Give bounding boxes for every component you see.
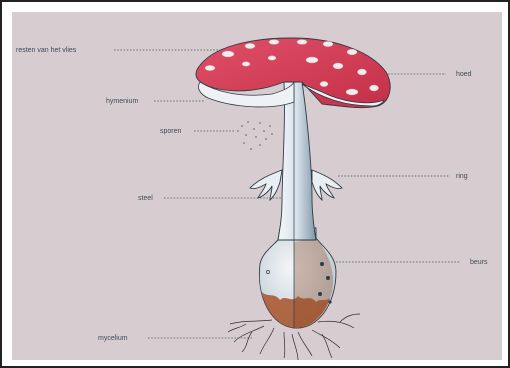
label-hymenium: hymenium bbox=[106, 97, 138, 106]
volva-bulb bbox=[259, 228, 336, 328]
spores-dots bbox=[237, 121, 273, 150]
stem-shape bbox=[278, 82, 316, 240]
label-spores: sporen bbox=[160, 127, 181, 136]
label-volva: beurs bbox=[470, 258, 488, 267]
diagram-photo: resten van het vlies hoed hymenium spore… bbox=[12, 12, 502, 360]
mushroom-illustration bbox=[12, 12, 502, 360]
label-cap: hoed bbox=[456, 70, 472, 79]
label-mycelium: mycelium bbox=[98, 334, 128, 343]
label-stem: steel bbox=[138, 194, 153, 203]
cap-shape bbox=[196, 38, 390, 108]
label-ring: ring bbox=[456, 172, 468, 181]
label-remnants: resten van het vlies bbox=[16, 46, 76, 55]
